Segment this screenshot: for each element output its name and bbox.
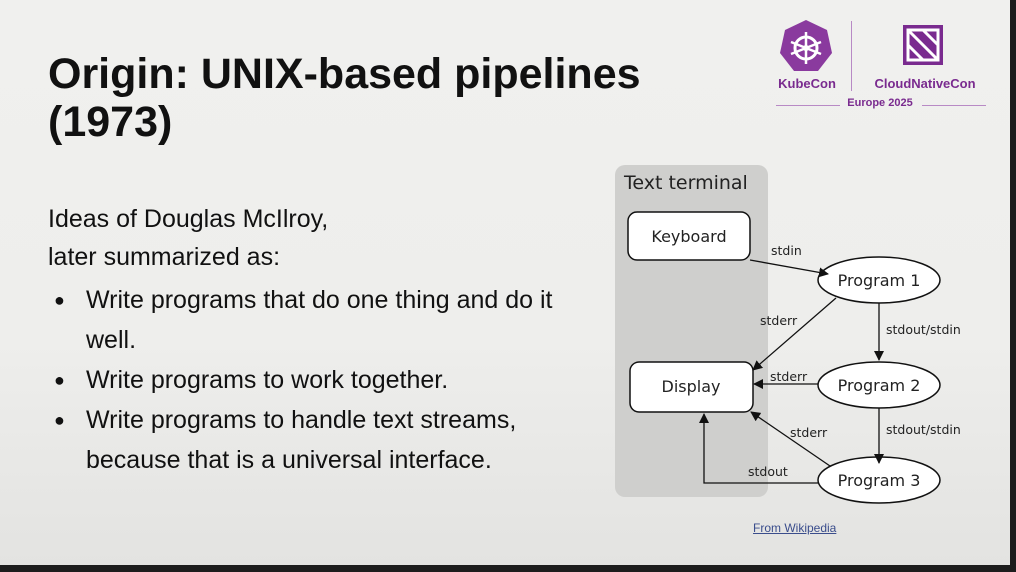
edge-stdout-label: stdout [748,464,788,479]
frame-edge-bottom [0,565,1016,572]
bullet-text: Write programs that do one thing and do … [86,286,553,354]
edge-stderr-3-label: stderr [790,425,828,440]
bullet-item: ● Write programs that do one thing and do… [48,280,608,360]
bullet-icon: ● [54,370,65,390]
edge-stdout [699,413,818,484]
logo-divider [851,21,852,91]
frame-edge-right [1010,0,1016,572]
display-label: Display [662,377,721,396]
slide-title: Origin: UNIX-based pipelines (1973) [48,50,748,146]
kubecon-logo: KubeCon CloudNativeCon Europe 2025 [772,18,992,113]
bullet-text: Write programs to work together. [86,366,449,394]
keyboard-node [627,211,751,261]
keyboard-label: Keyboard [651,227,726,246]
edge-stdout-stdin-2-label: stdout/stdin [886,422,961,437]
program-2-label: Program 2 [838,376,921,395]
edge-stdout-stdin-1-label: stdout/stdin [886,322,961,337]
pipeline-diagram: Text terminal Keyboard Display Program 1… [615,165,961,504]
title-line-2: (1973) [48,98,173,146]
bullet-item: ● Write programs to work together. [48,360,608,400]
intro-line-1: Ideas of Douglas McIlroy, [48,205,329,233]
intro-text: Ideas of Douglas McIlroy, later summariz… [48,200,328,276]
source-link[interactable]: From Wikipedia [753,521,837,535]
edge-stderr-2-label: stderr [770,369,808,384]
bullet-list: ● Write programs that do one thing and do… [48,280,608,480]
edge-stdin-label: stdin [771,243,802,258]
kubernetes-icon [780,20,832,71]
program-3-label: Program 3 [838,471,921,490]
title-line-1: Origin: UNIX-based pipelines [48,50,641,98]
logo-icons [780,20,943,71]
bullet-text: Write programs to handle text streams, b… [86,406,517,474]
program-1-label: Program 1 [838,271,921,290]
edge-stderr-3 [750,411,831,467]
cloudnativecon-name: CloudNativeCon [874,76,976,91]
event-name: Europe 2025 [847,97,913,109]
event-line-right [922,105,986,106]
bullet-icon: ● [54,290,65,310]
bullet-icon: ● [54,410,65,430]
terminal-label: Text terminal [623,172,748,194]
bullet-item: ● Write programs to handle text streams, … [48,400,608,480]
event-line-left [776,105,840,106]
edge-stdin [749,259,829,278]
edge-stderr-1-label: stderr [760,313,798,328]
edge-stderr-1 [752,297,837,371]
cloudnativecon-icon [903,25,943,65]
kubecon-name: KubeCon [778,76,836,91]
intro-line-2: later summarized as: [48,243,281,271]
